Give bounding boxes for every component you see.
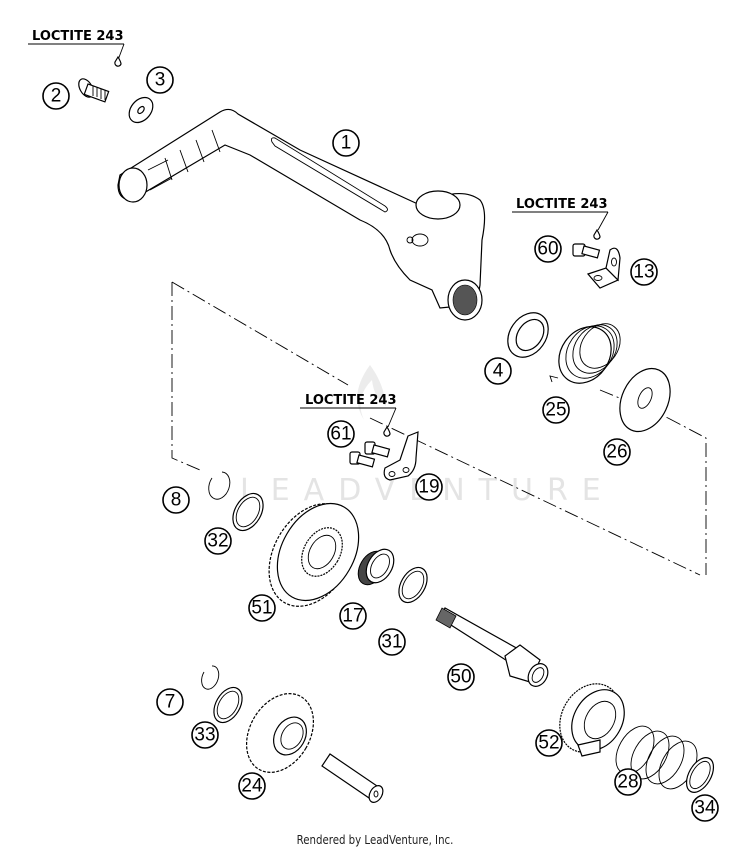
outline-left — [171, 282, 201, 471]
part-4-washer — [507, 312, 549, 358]
callout-34[interactable]: 34 — [691, 794, 719, 822]
callout-19[interactable]: 19 — [415, 473, 443, 501]
part-24-gear — [245, 693, 315, 773]
part-61-bolts — [349, 441, 391, 468]
callout-1[interactable]: 1 — [332, 129, 360, 157]
part-25-spring — [549, 323, 621, 384]
part-19-stop-plate — [383, 431, 419, 481]
svg-text:32: 32 — [207, 531, 228, 552]
svg-text:13: 13 — [633, 262, 654, 283]
loctite-label-3: LOCTITE 243 — [300, 393, 397, 437]
part-31-washer — [398, 566, 428, 604]
callout-52[interactable]: 52 — [535, 729, 563, 757]
callout-8[interactable]: 8 — [162, 486, 190, 514]
svg-text:3: 3 — [155, 70, 166, 91]
svg-text:31: 31 — [381, 632, 402, 653]
part-26-plate — [619, 367, 671, 433]
callout-7[interactable]: 7 — [156, 688, 184, 716]
part-60-bolt — [572, 243, 601, 259]
outline-middle — [369, 417, 701, 576]
svg-text:25: 25 — [545, 400, 566, 421]
callout-51[interactable]: 51 — [248, 594, 276, 622]
svg-text:4: 4 — [493, 361, 504, 382]
callout-25[interactable]: 25 — [542, 396, 570, 424]
svg-text:51: 51 — [251, 598, 272, 619]
svg-text:28: 28 — [617, 772, 638, 793]
loctite-text-3: LOCTITE 243 — [305, 393, 397, 408]
callout-17[interactable]: 17 — [339, 602, 367, 630]
callout-28[interactable]: 28 — [614, 768, 642, 796]
callout-3[interactable]: 3 — [146, 66, 174, 94]
loctite-text-2: LOCTITE 243 — [516, 197, 608, 212]
outline-top-left — [171, 281, 349, 386]
svg-text:61: 61 — [330, 424, 351, 445]
svg-text:19: 19 — [418, 477, 439, 498]
callout-61[interactable]: 61 — [327, 420, 355, 448]
svg-text:2: 2 — [51, 86, 62, 107]
svg-text:1: 1 — [341, 133, 352, 154]
callout-2[interactable]: 2 — [42, 82, 70, 110]
outline-right — [667, 417, 707, 575]
part-52-ratchet — [559, 683, 625, 757]
callout-4[interactable]: 4 — [484, 357, 512, 385]
callout-31[interactable]: 31 — [378, 628, 406, 656]
part-pin — [321, 753, 384, 803]
loctite-text-1: LOCTITE 243 — [32, 29, 124, 44]
svg-text:8: 8 — [171, 490, 182, 511]
callout-60[interactable]: 60 — [534, 235, 562, 263]
svg-text:7: 7 — [165, 692, 176, 713]
loctite-label-1: LOCTITE 243 — [28, 29, 125, 67]
part-1-kick-lever — [117, 108, 486, 321]
part-3-washer — [128, 96, 154, 124]
part-50-shaft — [435, 607, 549, 687]
svg-text:33: 33 — [194, 725, 215, 746]
part-2-screw — [78, 78, 110, 103]
drop-icon — [383, 425, 391, 437]
drop-icon — [593, 228, 601, 240]
part-32-washer — [232, 492, 264, 532]
watermark-flame-icon — [357, 365, 386, 420]
callout-50[interactable]: 50 — [447, 663, 475, 691]
loctite-label-2: LOCTITE 243 — [512, 197, 609, 240]
part-51-gear — [268, 502, 360, 607]
callout-13[interactable]: 13 — [630, 258, 658, 286]
part-34-washer — [685, 757, 715, 793]
svg-text:26: 26 — [606, 442, 627, 463]
part-7-circlip — [201, 665, 220, 690]
svg-text:17: 17 — [342, 606, 363, 627]
assembly-outline — [171, 281, 707, 576]
drop-icon — [114, 55, 122, 67]
callout-32[interactable]: 32 — [204, 527, 232, 555]
callout-24[interactable]: 24 — [238, 772, 266, 800]
svg-text:52: 52 — [538, 733, 559, 754]
svg-text:34: 34 — [694, 798, 716, 819]
callout-26[interactable]: 26 — [603, 438, 631, 466]
part-13-bracket — [586, 247, 621, 289]
svg-text:50: 50 — [450, 667, 471, 688]
callout-33[interactable]: 33 — [191, 721, 219, 749]
footer-credit: Rendered by LeadVenture, Inc. — [296, 833, 454, 847]
svg-text:60: 60 — [537, 239, 558, 260]
part-8-circlip — [208, 471, 231, 500]
part-17-bearing — [357, 548, 395, 586]
part-33-washer — [213, 686, 243, 724]
svg-text:24: 24 — [241, 776, 263, 797]
